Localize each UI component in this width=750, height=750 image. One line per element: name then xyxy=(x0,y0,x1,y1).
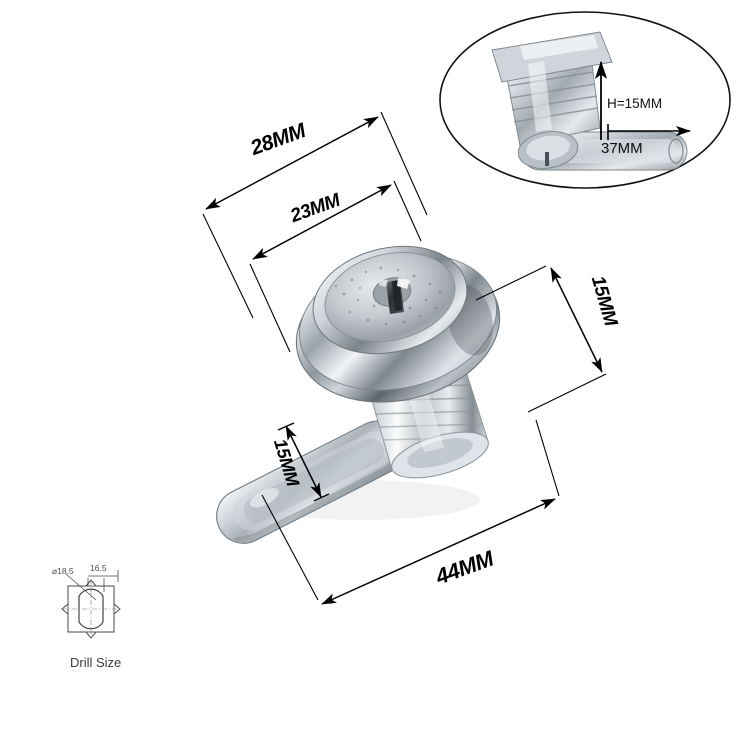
dim-line-15mm-arm xyxy=(285,425,322,498)
drill-flat-label: 16.5 xyxy=(90,563,107,573)
dim-line-23mm xyxy=(252,184,392,260)
dimension-lines xyxy=(202,111,607,605)
main-lock-photo xyxy=(216,245,501,544)
inset-boundary xyxy=(439,11,731,189)
dim-line-15mm-right xyxy=(550,267,603,373)
drill-size-caption: Drill Size xyxy=(70,655,122,670)
keyhole-face xyxy=(312,245,468,355)
dim-line-44mm xyxy=(321,498,556,605)
drill-diameter-label: ⌀18.5 xyxy=(52,566,74,576)
drill-hole xyxy=(78,588,104,630)
dim-line-28mm xyxy=(205,116,379,210)
drill-size-diagram xyxy=(61,570,121,639)
inset-height-label: H=15MM xyxy=(607,96,663,111)
inset-detail-view xyxy=(439,11,731,189)
inset-arm-label: 37MM xyxy=(601,140,643,157)
inset-lock-photo xyxy=(491,31,688,171)
